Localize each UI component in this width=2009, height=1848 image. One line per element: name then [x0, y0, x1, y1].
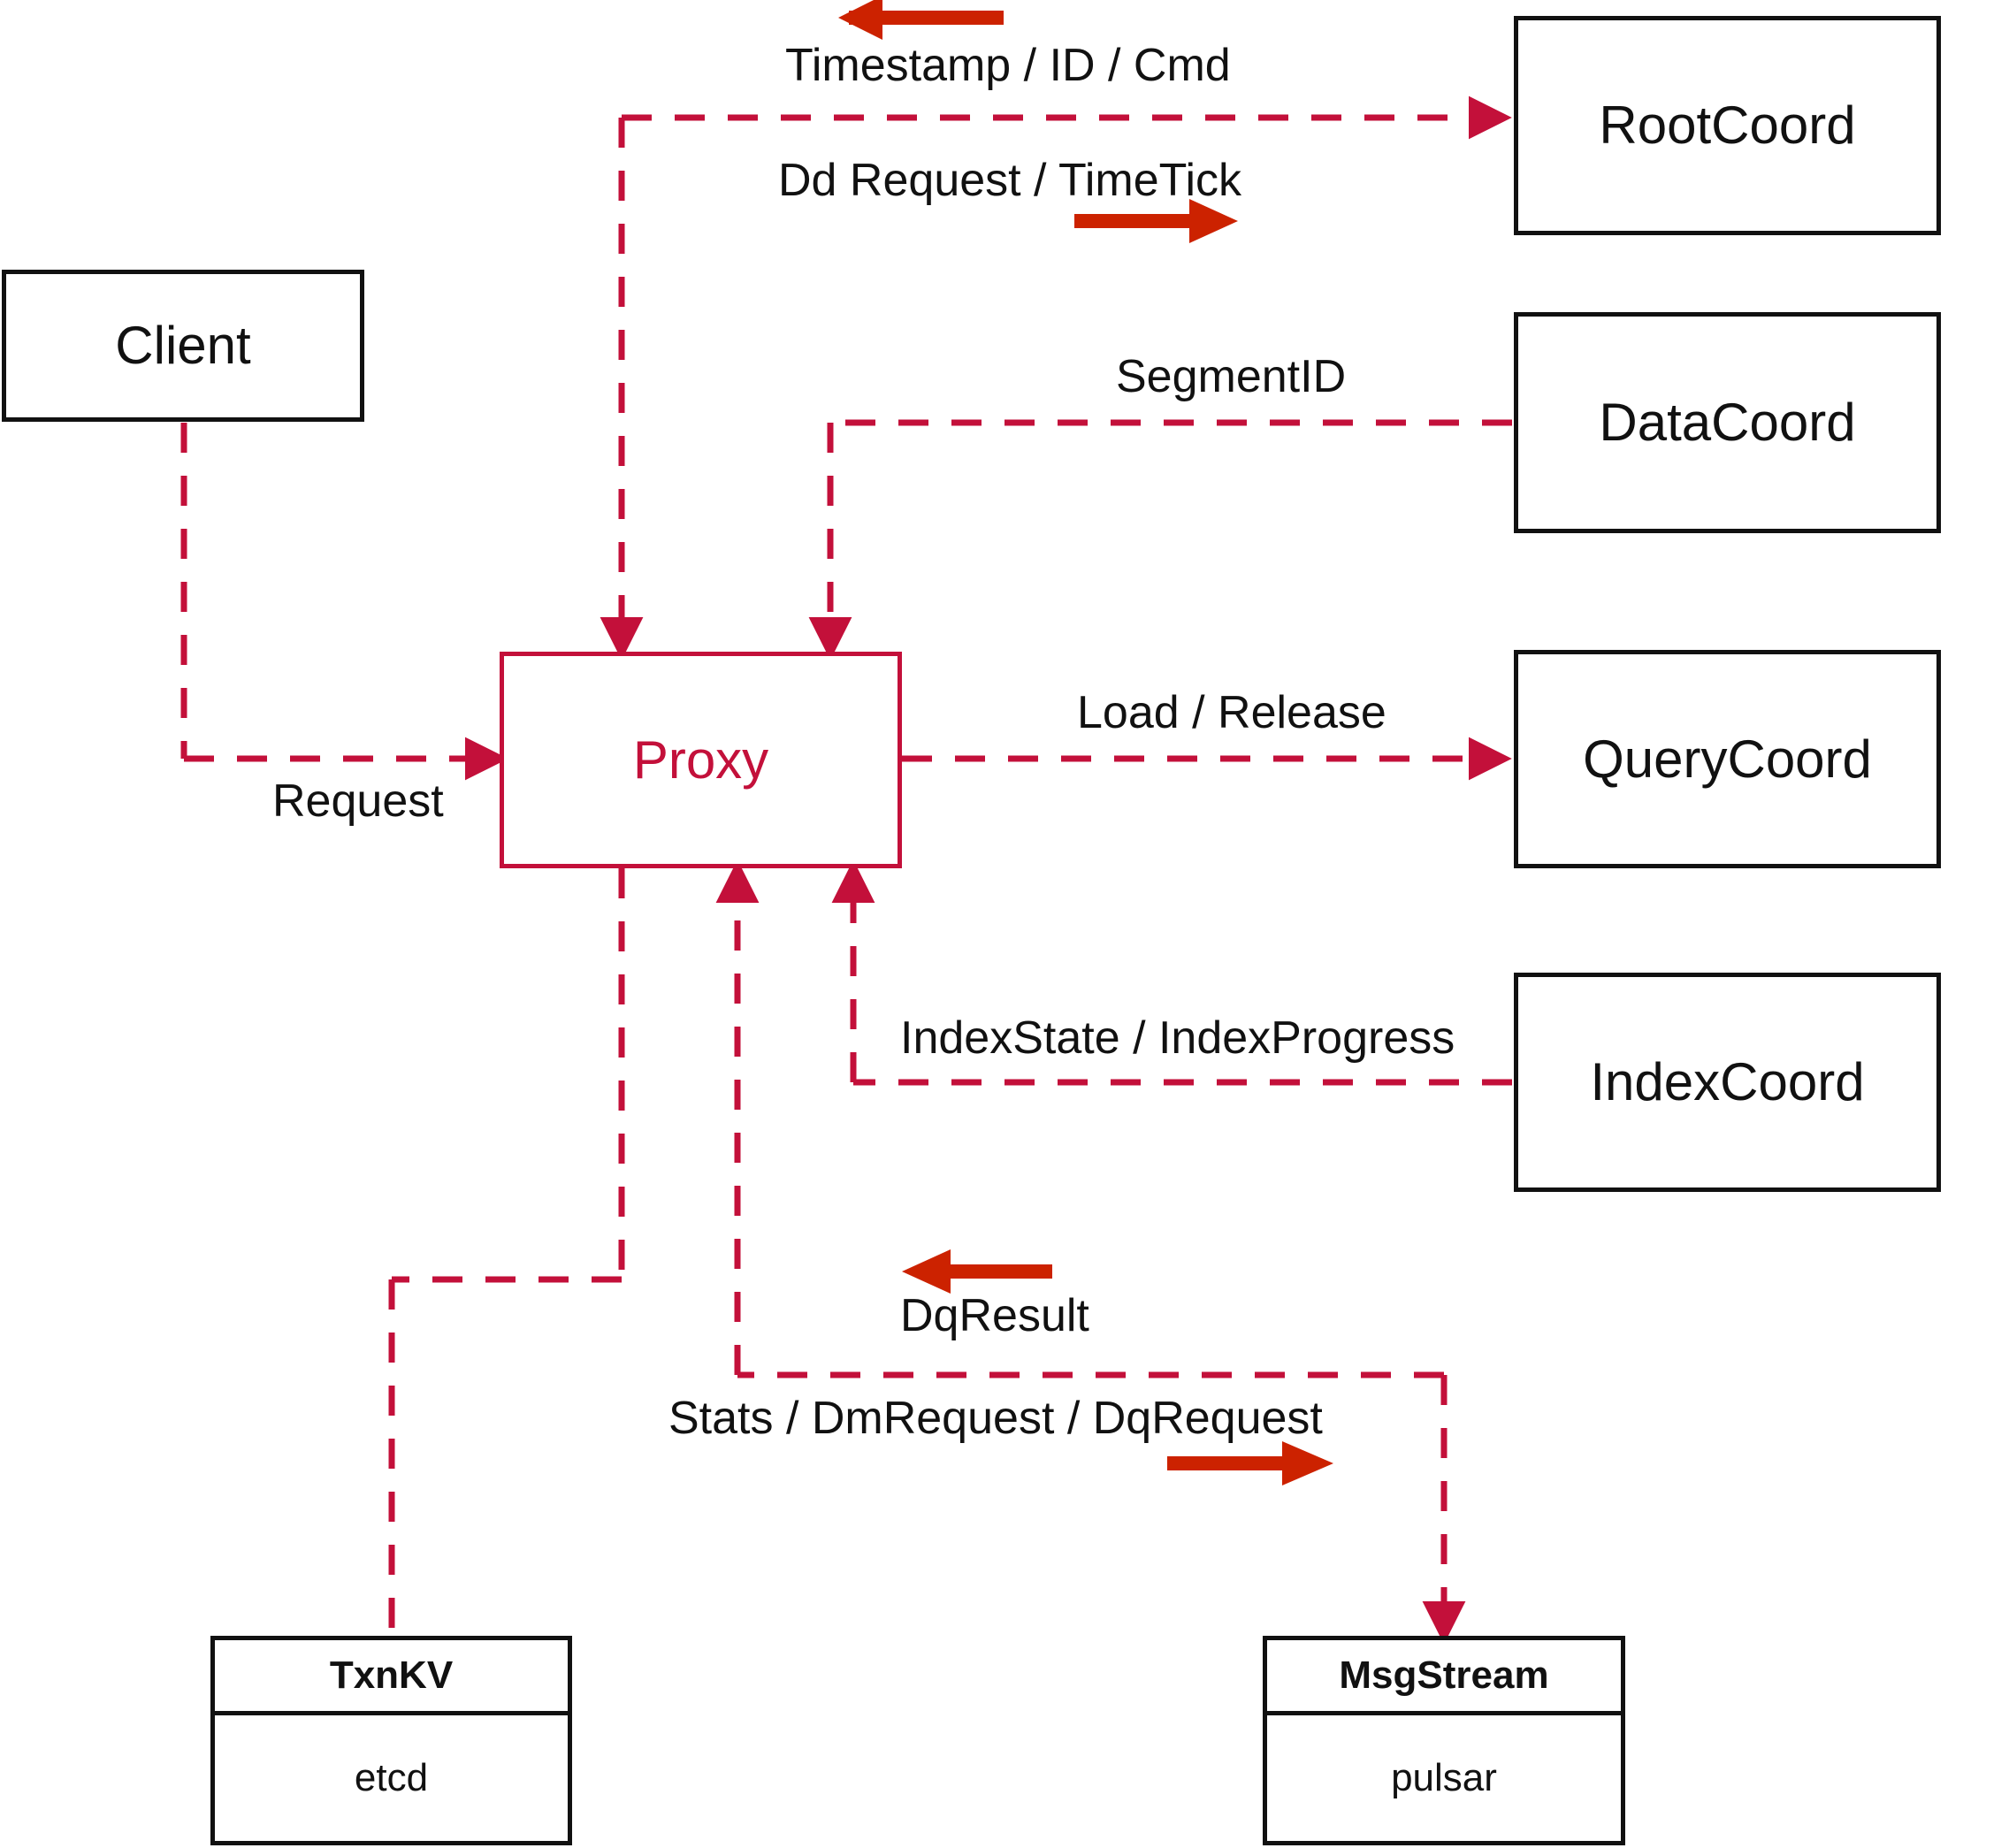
node-indexcoord[interactable]: IndexCoord — [1514, 973, 1941, 1192]
direction-arrow-timestamp-left — [838, 0, 1004, 40]
edge-msgstream-to-proxy — [715, 859, 1444, 1378]
edge-proxy-to-txnkv — [388, 868, 625, 1636]
node-indexcoord-label: IndexCoord — [1590, 1052, 1865, 1111]
edge-label-timestamp-id-cmd: Timestamp / ID / Cmd — [785, 40, 1231, 91]
node-client[interactable]: Client — [2, 270, 364, 422]
node-msgstream[interactable]: MsgStream pulsar — [1263, 1636, 1625, 1845]
node-txnkv-title: TxnKV — [215, 1640, 568, 1715]
direction-arrow-ddrequest-right — [1074, 199, 1238, 243]
direction-arrow-dqresult-left — [902, 1249, 1052, 1294]
node-datacoord-label: DataCoord — [1599, 393, 1856, 452]
node-querycoord[interactable]: QueryCoord — [1514, 650, 1941, 868]
edge-label-index-state-progress: IndexState / IndexProgress — [900, 1012, 1455, 1064]
edge-label-segment-id: SegmentID — [1116, 351, 1347, 402]
node-msgstream-title: MsgStream — [1267, 1640, 1621, 1715]
edge-proxy-to-rootcoord — [600, 95, 1512, 661]
node-txnkv[interactable]: TxnKV etcd — [210, 1636, 572, 1845]
node-proxy-label: Proxy — [632, 729, 769, 790]
node-client-label: Client — [115, 316, 251, 375]
node-txnkv-impl: etcd — [354, 1756, 429, 1799]
edge-datacoord-to-proxy — [808, 419, 1512, 661]
edge-client-to-proxy — [180, 423, 508, 781]
node-datacoord[interactable]: DataCoord — [1514, 312, 1941, 533]
edge-label-request: Request — [272, 775, 444, 827]
node-querycoord-label: QueryCoord — [1583, 729, 1872, 789]
edge-label-load-release: Load / Release — [1077, 687, 1386, 738]
direction-arrow-stats-right — [1167, 1441, 1333, 1485]
node-proxy[interactable]: Proxy — [500, 652, 902, 868]
edge-label-stats-dm-dq-request: Stats / DmRequest / DqRequest — [668, 1393, 1323, 1444]
node-msgstream-impl: pulsar — [1391, 1756, 1497, 1799]
node-rootcoord-label: RootCoord — [1599, 95, 1856, 155]
edge-indexcoord-to-proxy — [831, 859, 1512, 1086]
edge-label-dq-result: DqResult — [900, 1290, 1089, 1341]
edge-label-dd-request-timetick: Dd Request / TimeTick — [778, 155, 1242, 206]
node-rootcoord[interactable]: RootCoord — [1514, 16, 1941, 235]
